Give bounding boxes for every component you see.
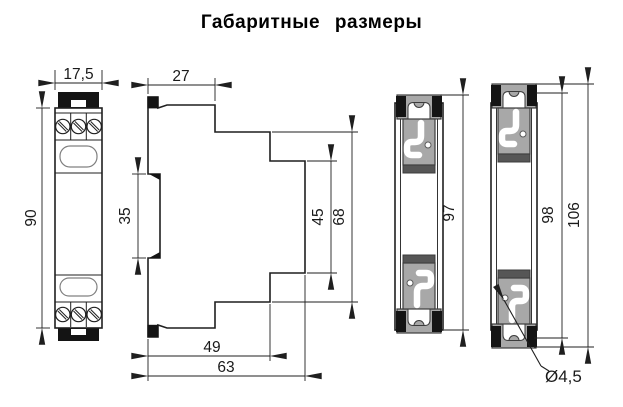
front-bottom-cap-notch bbox=[71, 329, 86, 335]
dim-label-97: 97 bbox=[441, 204, 458, 221]
rear-view-latched: 97 bbox=[395, 78, 469, 347]
callout-hole-diameter: Ø4,5 bbox=[493, 283, 582, 386]
dim-side-top-depth: 27 bbox=[131, 68, 232, 101]
dim-rear2-inner-height: 98 bbox=[534, 76, 568, 355]
rear-view-extended: 98 106 Ø4,5 bbox=[491, 67, 594, 386]
din-hook-top bbox=[149, 174, 160, 180]
dim-label-68: 68 bbox=[331, 208, 348, 225]
terminal-screws-top bbox=[54, 118, 102, 135]
terminal-screws-bottom bbox=[54, 306, 102, 323]
din-clip-top-extended bbox=[491, 84, 537, 162]
dim-label-35: 35 bbox=[117, 207, 134, 224]
side-top-clip-mark bbox=[147, 96, 159, 109]
side-view: 27 35 45 68 bbox=[117, 68, 358, 381]
din-clip-bottom bbox=[396, 255, 442, 333]
front-terminal-block-top bbox=[55, 112, 102, 141]
front-top-cap-notch bbox=[71, 100, 86, 107]
dim-side-mid-step: 68 bbox=[272, 115, 358, 319]
dim-label-106: 106 bbox=[566, 202, 583, 228]
dim-label-98: 98 bbox=[540, 206, 557, 223]
side-bottom-clip-mark bbox=[147, 324, 159, 338]
dim-label-27: 27 bbox=[172, 68, 189, 85]
dim-front-height: 90 bbox=[23, 91, 50, 345]
dim-side-depth-63: 63 bbox=[131, 275, 322, 381]
dim-label-49: 49 bbox=[203, 339, 220, 356]
din-clip-top bbox=[396, 95, 442, 173]
front-label-window-top bbox=[59, 145, 98, 168]
din-clip-bottom-extended bbox=[491, 270, 537, 348]
dim-label-90: 90 bbox=[23, 209, 40, 227]
front-label-window-bottom bbox=[59, 277, 98, 297]
front-terminal-block-bottom bbox=[55, 301, 102, 327]
dim-label-17-5: 17,5 bbox=[63, 66, 93, 83]
front-view: 17,5 90 bbox=[23, 66, 119, 345]
din-hook-bottom bbox=[149, 252, 160, 258]
dim-side-din-recess: 35 bbox=[117, 157, 146, 275]
dim-label-45: 45 bbox=[310, 208, 327, 225]
dim-front-width: 17,5 bbox=[38, 66, 119, 90]
side-profile-outline bbox=[147, 96, 306, 338]
dim-label-63: 63 bbox=[217, 359, 234, 376]
dim-label-hole-diameter: Ø4,5 bbox=[545, 367, 582, 386]
drawing-title: Габаритные размеры bbox=[200, 12, 423, 33]
dim-rear1-height: 97 bbox=[441, 78, 469, 347]
dim-side-front-face: 45 bbox=[307, 144, 337, 290]
dim-rear2-overall-height: 106 bbox=[534, 67, 594, 364]
